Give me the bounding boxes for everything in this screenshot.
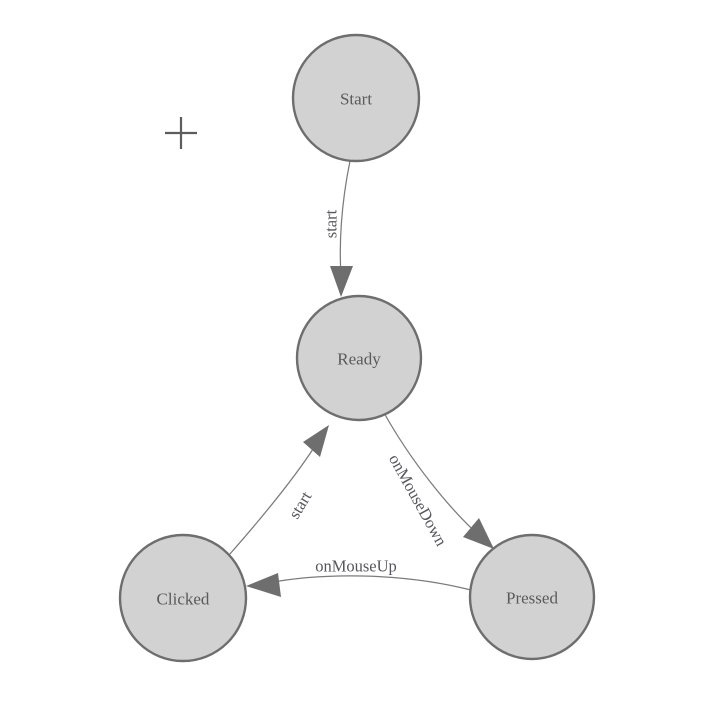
arrowhead-into-clicked [246,573,281,597]
arrowhead-into-ready-from-start [330,266,353,297]
edge-ready-to-pressed[interactable] [382,410,494,549]
node-circle-ready[interactable] [295,294,423,422]
node-circle-clicked[interactable] [118,533,248,663]
arrowhead-into-ready-from-clicked [303,425,329,457]
arrowhead-into-pressed [463,518,494,549]
edge-label-clicked-to-ready: start [285,488,316,522]
edge-label-pressed-to-clicked: onMouseUp [315,557,397,576]
node-label-clicked: Clicked [157,590,210,609]
edge-pressed-to-clicked[interactable] [246,573,472,597]
node-label-pressed: Pressed [506,589,558,608]
node-start[interactable]: Start [291,33,421,163]
edge-line-pressed-to-clicked[interactable] [267,575,472,591]
edge-line-clicked-to-ready[interactable] [228,445,316,556]
edge-line-start-to-ready[interactable] [339,160,351,276]
node-label-ready: Ready [337,350,381,369]
edge-clicked-to-ready[interactable] [228,425,329,556]
edge-start-to-ready[interactable] [330,160,353,297]
node-circle-start[interactable] [291,33,421,163]
plus-icon [165,117,197,149]
edge-line-ready-to-pressed[interactable] [382,410,483,539]
node-circle-pressed[interactable] [468,533,596,661]
node-label-start: Start [340,90,372,109]
edge-label-start-to-ready: start [322,209,341,238]
node-pressed[interactable]: Pressed [468,533,596,661]
node-clicked[interactable]: Clicked [118,533,248,663]
node-ready[interactable]: Ready [295,294,423,422]
